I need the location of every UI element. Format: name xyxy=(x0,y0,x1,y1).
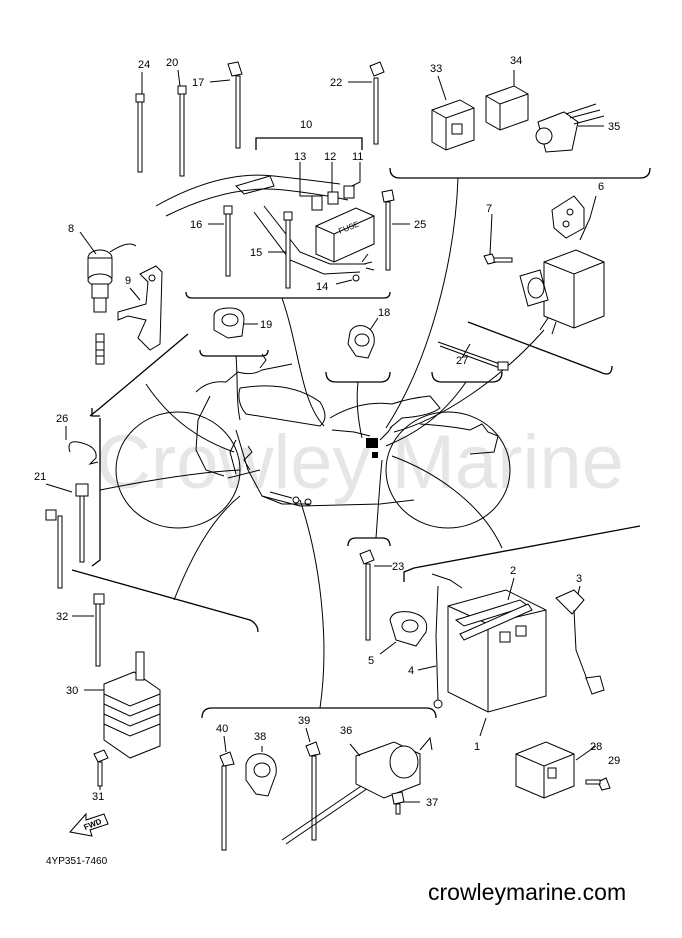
callout-25: 25 xyxy=(414,219,426,231)
sensor-8 xyxy=(79,231,137,365)
callout-35: 35 xyxy=(608,121,620,133)
cable-tie-25 xyxy=(381,189,410,271)
battery-band-2 xyxy=(459,577,533,641)
callout-17: 17 xyxy=(192,77,204,89)
clamp-5 xyxy=(379,611,428,655)
callout-10: 10 xyxy=(300,119,312,131)
cable-tie-32 xyxy=(72,593,105,667)
group-brackets xyxy=(71,137,651,719)
callout-6: 6 xyxy=(598,181,604,193)
callout-37: 37 xyxy=(426,797,438,809)
callout-27: 27 xyxy=(456,355,468,367)
cable-tie-27 xyxy=(437,341,509,371)
relay-34 xyxy=(485,70,529,131)
fwd-arrow-icon: FWD xyxy=(69,812,109,837)
callout-16: 16 xyxy=(190,219,202,231)
callout-1: 1 xyxy=(474,741,480,753)
cable-tie-24 xyxy=(135,72,145,173)
clamp-18 xyxy=(347,317,379,359)
fuse-box-group: FUSE xyxy=(155,162,375,289)
callout-3: 3 xyxy=(576,573,582,585)
callout-26: 26 xyxy=(56,413,68,425)
starter-relay-28 xyxy=(515,741,597,799)
cable-tie-23 xyxy=(359,549,392,641)
cable-tie-20 xyxy=(177,69,187,177)
cable-tie-39 xyxy=(305,727,321,841)
callout-32: 32 xyxy=(56,611,68,623)
callout-8: 8 xyxy=(68,223,74,235)
bolt-31 xyxy=(93,749,109,790)
ignition-switch-6 xyxy=(519,195,605,335)
callout-4: 4 xyxy=(408,665,414,677)
callout-labels: 1 2 3 4 5 6 7 8 9 10 11 12 13 14 15 16 1… xyxy=(34,55,620,809)
clamp-38 xyxy=(245,746,277,797)
screw-14 xyxy=(352,274,360,282)
callout-11: 11 xyxy=(352,151,363,163)
callout-28: 28 xyxy=(590,741,602,753)
callout-5: 5 xyxy=(368,655,374,667)
callout-30: 30 xyxy=(66,685,78,697)
bolt-7 xyxy=(483,213,513,265)
callout-12: 12 xyxy=(324,151,336,163)
group-leader-lines xyxy=(99,177,545,709)
callout-2: 2 xyxy=(510,565,516,577)
callout-18: 18 xyxy=(378,307,390,319)
cable-tie-16 xyxy=(223,205,233,277)
fuse-13 xyxy=(311,195,323,211)
fuse-11 xyxy=(343,185,355,199)
cable-tie-17 xyxy=(209,61,243,149)
callout-39: 39 xyxy=(298,715,310,727)
clip-26 xyxy=(65,426,99,465)
callout-22: 22 xyxy=(330,77,342,89)
battery-1 xyxy=(447,589,547,737)
callout-31: 31 xyxy=(92,791,104,803)
sensor-36 xyxy=(281,736,433,845)
clamp-19 xyxy=(213,307,258,339)
diagram-part-number: 4YP351-7460 xyxy=(46,856,108,867)
callout-38: 38 xyxy=(254,731,266,743)
callout-15: 15 xyxy=(250,247,262,259)
bolt-37 xyxy=(391,791,420,815)
cable-tie-15 xyxy=(283,211,293,289)
fuse-box: FUSE xyxy=(315,207,375,263)
rectifier-30 xyxy=(84,651,161,759)
battery-lead-3 xyxy=(555,585,605,695)
fuse-12 xyxy=(327,191,339,205)
site-url[interactable]: crowleymarine.com xyxy=(428,879,626,905)
callout-33: 33 xyxy=(430,63,442,75)
callout-24: 24 xyxy=(138,59,150,71)
bracket-9 xyxy=(117,265,163,351)
relay-33 xyxy=(431,75,475,151)
callout-36: 36 xyxy=(340,725,352,737)
watermark-text: Crowley Marine xyxy=(96,420,624,505)
callout-19: 19 xyxy=(260,319,272,331)
callout-20: 20 xyxy=(166,57,178,69)
callout-13: 13 xyxy=(294,151,306,163)
callout-40: 40 xyxy=(216,723,228,735)
cable-tie-21 xyxy=(45,483,89,589)
callout-23: 23 xyxy=(392,561,404,573)
callout-7: 7 xyxy=(486,203,492,215)
cable-tie-22 xyxy=(348,61,385,145)
callout-9: 9 xyxy=(125,275,131,287)
bolt-29 xyxy=(585,777,611,791)
relay-35 xyxy=(535,103,605,153)
callout-29: 29 xyxy=(608,755,620,767)
callout-14: 14 xyxy=(316,281,328,293)
motorcycle-outline xyxy=(115,353,511,529)
callout-34: 34 xyxy=(510,55,522,67)
ground-lead-4 xyxy=(417,573,463,709)
callout-21: 21 xyxy=(34,471,46,483)
cable-tie-40 xyxy=(219,735,235,851)
